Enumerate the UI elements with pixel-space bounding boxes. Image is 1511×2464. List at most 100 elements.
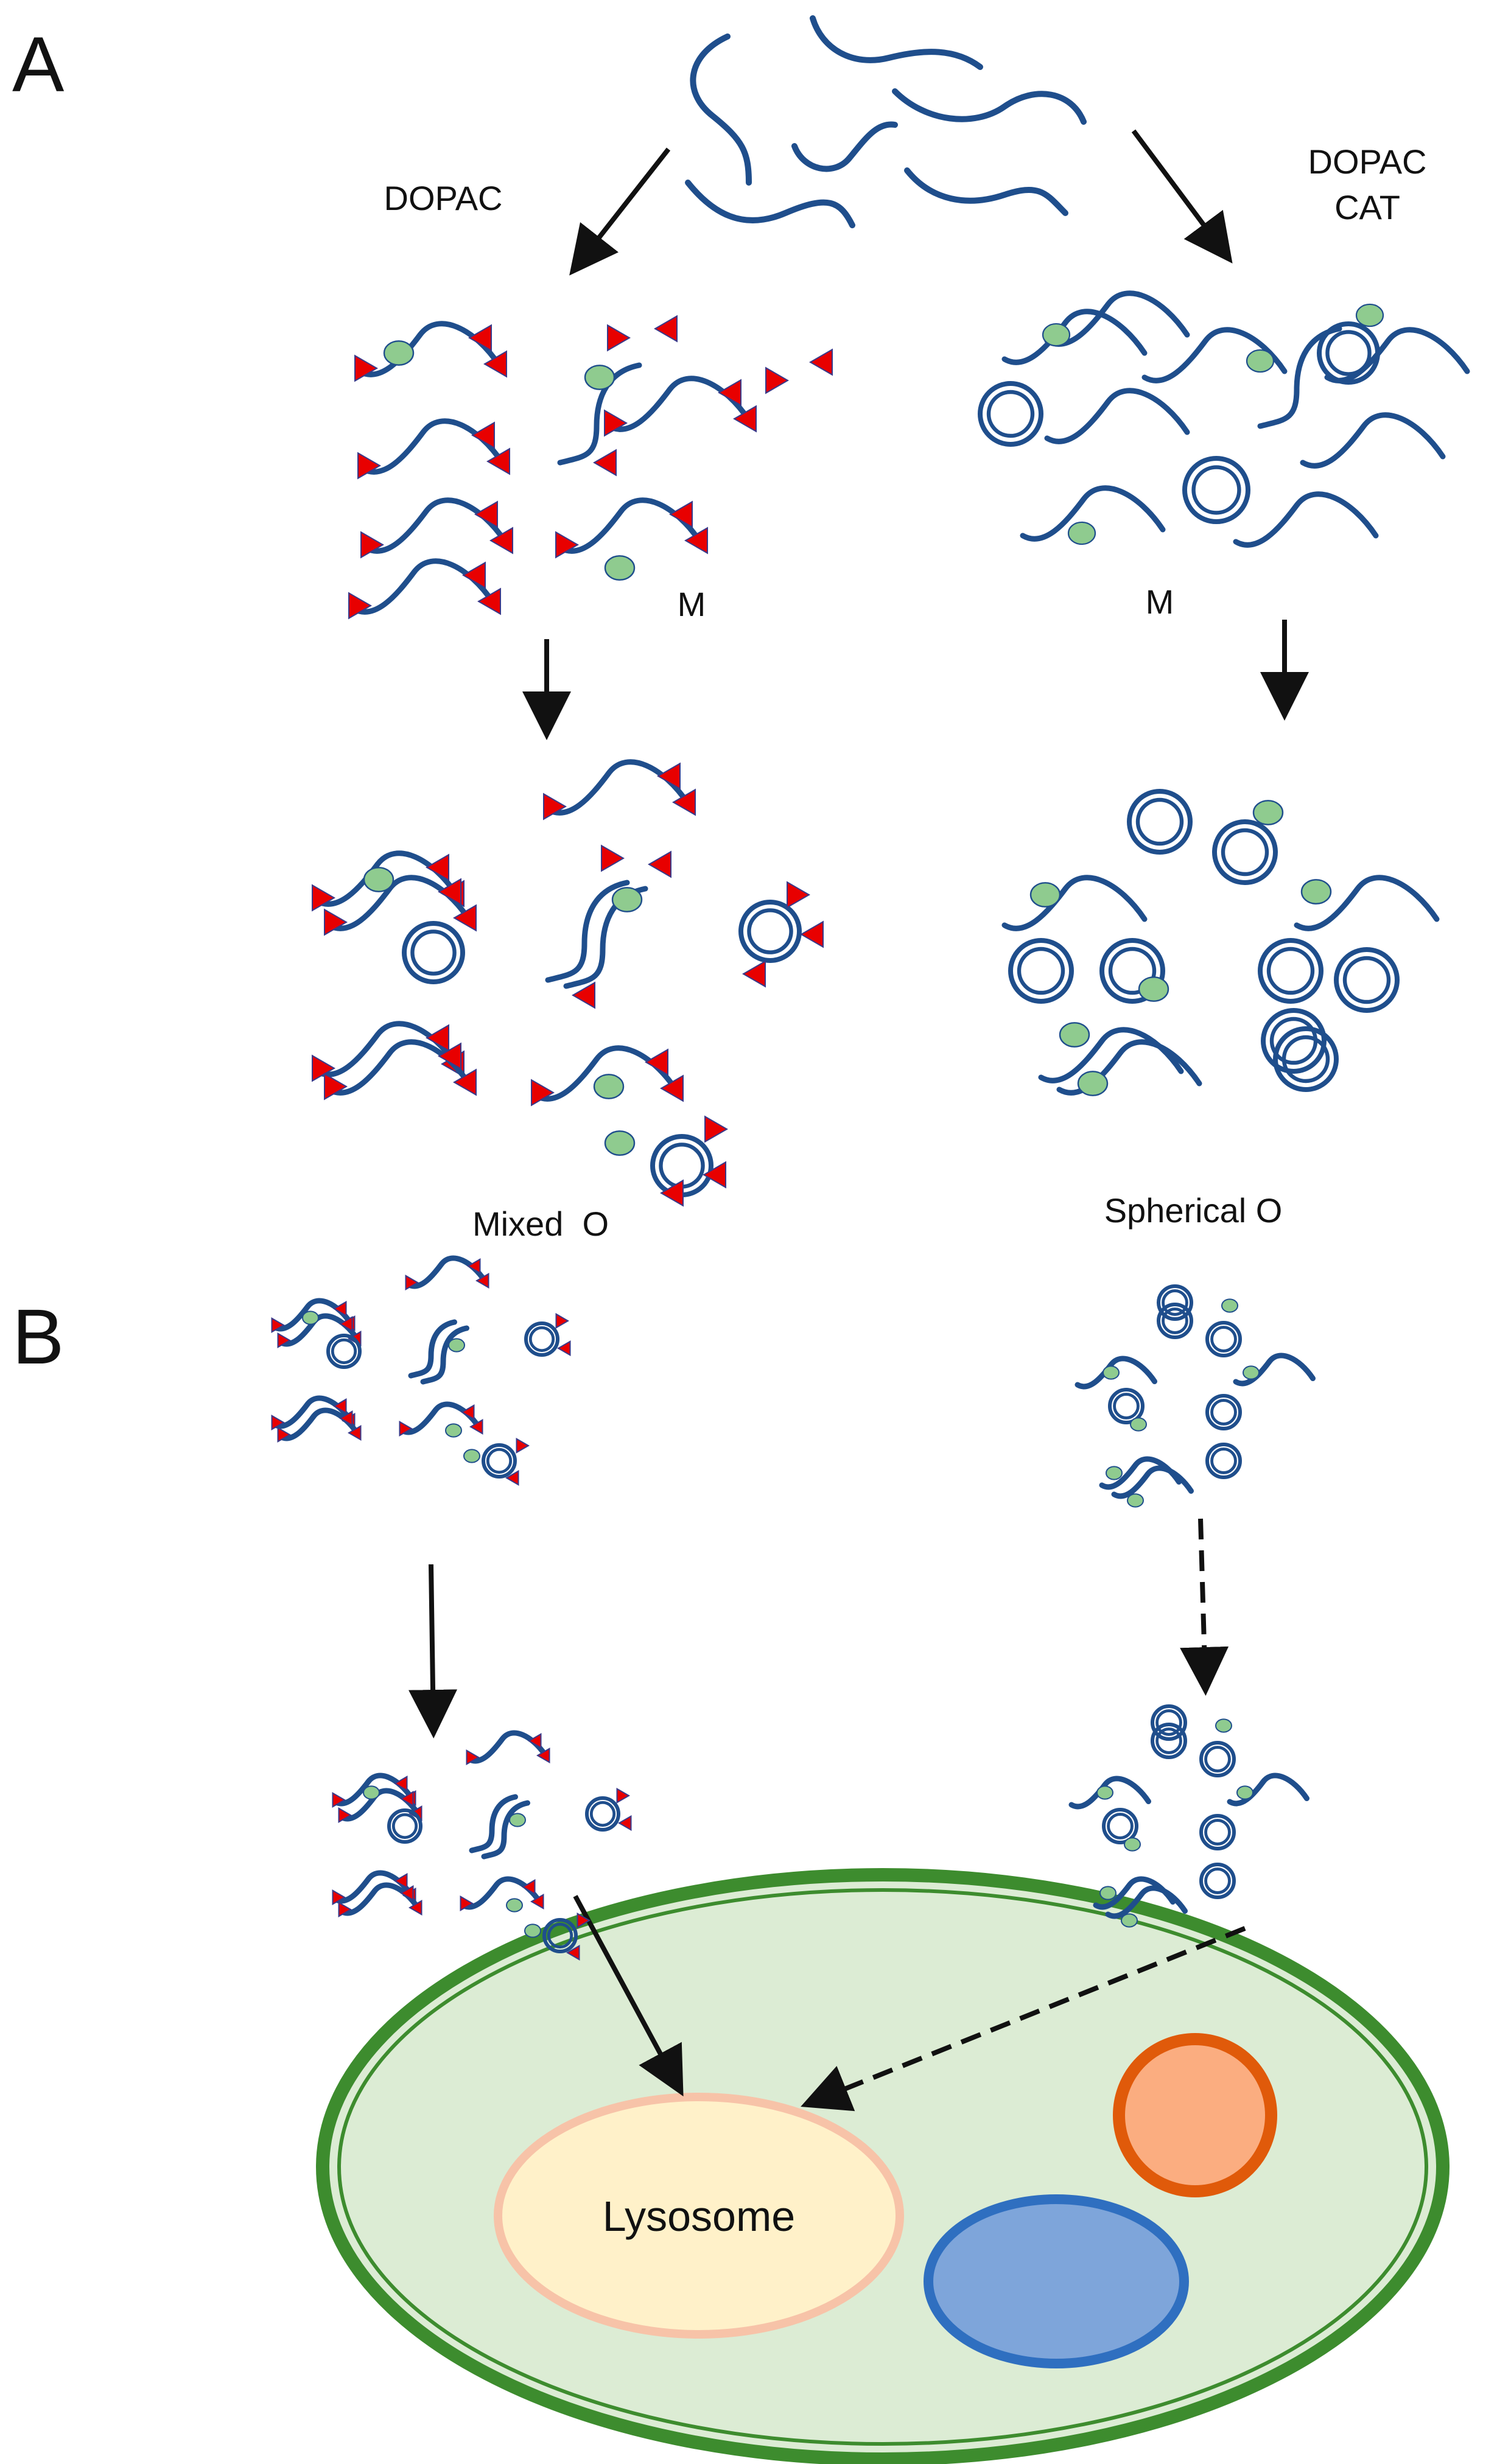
protein-strand <box>466 1730 549 1764</box>
protein-strand <box>1294 875 1440 931</box>
dopac-marker <box>684 527 708 555</box>
oligomer-ring-inner <box>1325 330 1372 376</box>
oligomer-ring-inner <box>391 1813 418 1839</box>
green-blob <box>1252 800 1284 825</box>
dopac-marker <box>333 1300 347 1317</box>
left-treatment-label: DOPAC <box>384 179 503 217</box>
green-blob <box>1059 1022 1090 1048</box>
oligomer-ring-outer <box>585 1796 620 1832</box>
dopac-marker <box>718 379 741 407</box>
arrow-right-to-cell <box>1180 1518 1229 1696</box>
spherical-oligomer-label: Spherical O <box>1104 1191 1283 1230</box>
dopac-marker <box>438 1042 461 1070</box>
protein-strand <box>1001 309 1148 365</box>
oligomer-ring-outer <box>1108 1388 1145 1424</box>
oligomer-ring-outer <box>1127 789 1193 855</box>
dopac-marker <box>733 405 757 433</box>
green-blob <box>524 1923 541 1938</box>
protein-strand <box>350 558 496 615</box>
dopac-marker <box>809 348 833 376</box>
dopac-marker <box>654 315 678 343</box>
oligomer-ring-outer <box>1008 938 1074 1004</box>
oligomer-ring-inner <box>986 390 1035 438</box>
green-blob <box>1124 1837 1141 1852</box>
dopac-marker <box>426 1024 449 1052</box>
arrows <box>408 129 1309 2112</box>
protein-strand <box>356 321 502 377</box>
dopac-marker <box>566 1944 580 1961</box>
green-blob <box>1236 1785 1253 1800</box>
green-blob <box>1130 1417 1147 1432</box>
dopac-marker <box>338 1901 352 1918</box>
dopac-marker <box>489 527 513 555</box>
protein-strand <box>685 180 855 228</box>
dopac-marker <box>394 1872 408 1889</box>
dopac-marker <box>468 324 492 352</box>
dopac-marker <box>555 1312 569 1329</box>
dopac-marker <box>460 1895 474 1912</box>
protein-strand <box>399 1401 482 1435</box>
dopac-marker <box>516 1437 530 1454</box>
protein-strand <box>1111 1465 1194 1499</box>
oligomer-ring-outer <box>1099 938 1165 1004</box>
lysosome <box>494 2093 904 2339</box>
oligomer-ring-outer <box>1205 1443 1242 1479</box>
oligomer-ring-outer <box>524 1321 559 1357</box>
dopac-marker <box>704 1115 728 1143</box>
mixed-oligomer-label: Mixed O <box>472 1205 609 1243</box>
left-monomer-label: M <box>678 585 706 623</box>
oligomer-ring-outer <box>1199 1741 1236 1777</box>
oligomer-ring-inner <box>1017 947 1065 995</box>
green-blob <box>1221 1298 1238 1313</box>
oligomer-ring-outer <box>1205 1321 1242 1357</box>
oligomer-ring-outer <box>1199 1814 1236 1850</box>
oligomer-ring-inner <box>547 1922 573 1949</box>
oligomer-ring-outer <box>387 1808 422 1844</box>
oligomer-ring-outer <box>1317 321 1380 385</box>
dopac-marker <box>357 452 381 480</box>
protein-strand <box>1075 1356 1157 1390</box>
green-blob <box>1103 1365 1120 1380</box>
oligomer-ring-inner <box>1204 1819 1231 1846</box>
oligomer-ring-outer <box>1334 947 1400 1013</box>
protein-strand <box>1044 290 1190 347</box>
oligomer-ring-inner <box>528 1326 555 1353</box>
oligomer-ring-inner <box>747 908 793 954</box>
green-blob <box>1121 1913 1138 1928</box>
green-blob <box>448 1338 465 1353</box>
oligomer-ring-inner <box>1221 828 1269 877</box>
green-blob <box>1127 1493 1144 1508</box>
green-blob <box>1096 1785 1113 1800</box>
protein-strand <box>408 1319 457 1379</box>
right-treatment-label-line2: CAT <box>1334 188 1400 226</box>
green-blob <box>1300 879 1332 905</box>
green-blob <box>506 1898 523 1913</box>
green-blob <box>1077 1071 1109 1096</box>
dopac-marker <box>438 878 461 906</box>
oligomer-ring-outer <box>738 900 802 963</box>
arrow-left-to-cell <box>408 1564 458 1738</box>
dopac-marker <box>800 920 824 948</box>
oligomer-ring-inner <box>486 1447 513 1474</box>
green-blob <box>463 1449 480 1463</box>
oligomer-ring-outer <box>1151 1704 1187 1741</box>
dopac-marker <box>324 908 348 936</box>
arrow-to-dopac <box>569 147 671 276</box>
dopac-marker <box>645 1048 668 1076</box>
protein-strand <box>1001 875 1148 931</box>
oligomer-ring-inner <box>1204 1867 1231 1894</box>
dopac-marker <box>338 1807 352 1824</box>
arrow-spherical-to-lysosome <box>801 1926 1246 2112</box>
oligomer-ring-inner <box>1204 1746 1231 1773</box>
oligomer-ring-inner <box>1135 797 1184 846</box>
dopac-marker <box>672 788 696 816</box>
protein-strand <box>1300 412 1446 469</box>
dopac-marker <box>660 1074 684 1102</box>
dopac-marker <box>467 1258 481 1275</box>
dopac-marker <box>607 324 631 352</box>
dopac-marker <box>618 1815 632 1832</box>
arrow-to-dopac-cat <box>1131 129 1233 264</box>
green-blob <box>509 1813 526 1827</box>
green-blob <box>363 1785 380 1800</box>
